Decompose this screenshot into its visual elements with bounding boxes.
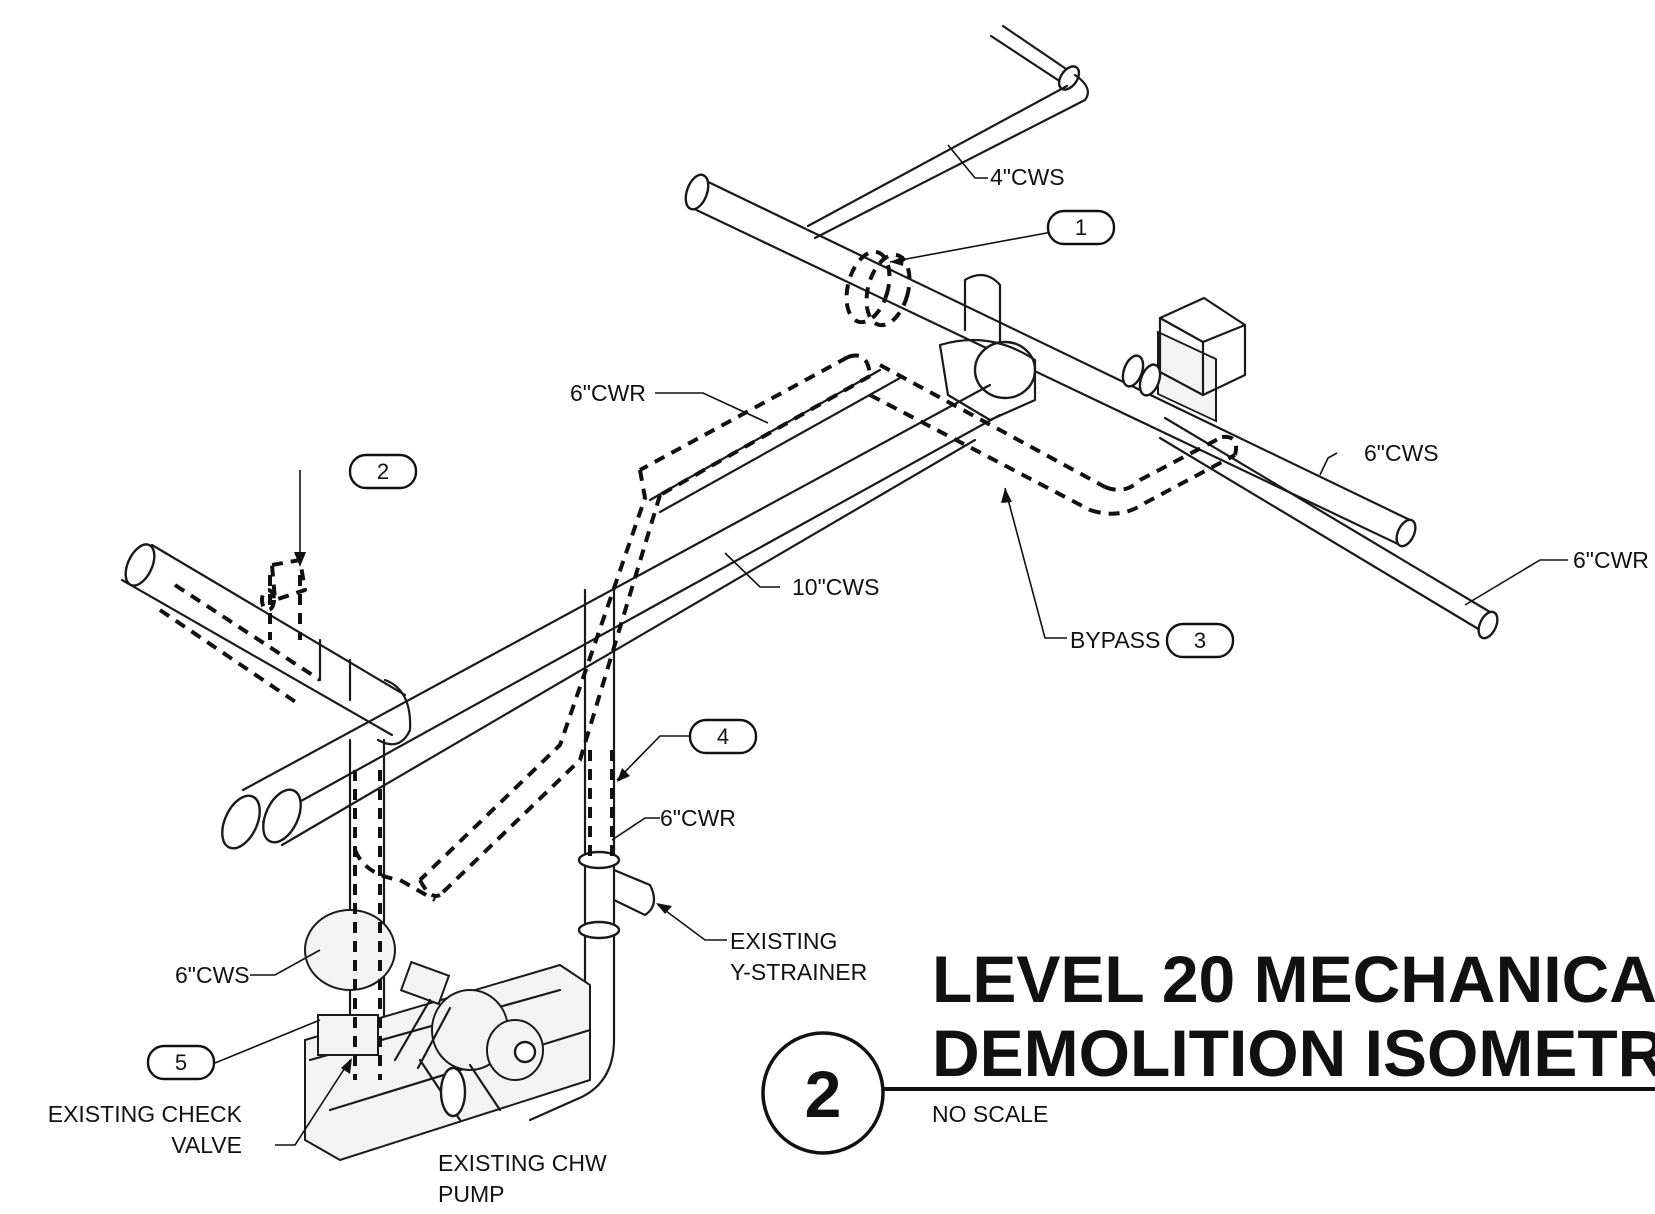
- existing-piping: [120, 24, 1499, 1137]
- label-check-valve-line2: VALVE: [171, 1132, 242, 1158]
- label-4in-cws: 4"CWS: [990, 164, 1065, 190]
- label-6in-cwr-right: 6"CWR: [1573, 547, 1649, 573]
- existing-chw-pump: [304, 909, 592, 1162]
- label-check-valve-line1: EXISTING CHECK: [48, 1101, 243, 1127]
- label-pump-line1: EXISTING CHW: [438, 1150, 607, 1176]
- keynote-3-text: 3: [1194, 628, 1206, 653]
- label-6in-cwr-upper: 6"CWR: [570, 380, 646, 406]
- keynote-1: 1: [1046, 209, 1116, 246]
- drawing-title-line2: DEMOLITION ISOMETR: [932, 1016, 1655, 1090]
- label-y-strainer-line2: Y-STRAINER: [730, 959, 867, 985]
- label-6in-cws-right: 6"CWS: [1364, 440, 1439, 466]
- label-pump-line2: PUMP: [438, 1181, 504, 1207]
- keynote-4-text: 4: [717, 724, 729, 749]
- keynote-2-text: 2: [377, 459, 389, 484]
- detail-number: 2: [805, 1057, 842, 1131]
- keynote-5-text: 5: [175, 1050, 187, 1075]
- keynote-4: 4: [688, 718, 758, 755]
- demolition-piping: [158, 249, 1239, 1080]
- label-10in-cws: 10"CWS: [792, 574, 879, 600]
- keynote-2: 2: [348, 453, 418, 490]
- label-bypass: BYPASS: [1070, 627, 1160, 653]
- label-6in-cwr-riser: 6"CWR: [660, 805, 736, 831]
- drawing-title-line1: LEVEL 20 MECHANICA: [932, 942, 1655, 1016]
- title-block: 2 LEVEL 20 MECHANICA DEMOLITION ISOMETR …: [761, 942, 1655, 1155]
- scale-note: NO SCALE: [932, 1101, 1048, 1127]
- leaders: [214, 144, 1568, 1146]
- keynote-5: 5: [146, 1044, 216, 1081]
- detail-number-circle: [761, 1031, 885, 1155]
- keynote-3: 3: [1165, 622, 1235, 659]
- label-6in-cws-pump: 6"CWS: [175, 962, 250, 988]
- keynote-1-text: 1: [1075, 215, 1087, 240]
- label-y-strainer-line1: EXISTING: [730, 928, 837, 954]
